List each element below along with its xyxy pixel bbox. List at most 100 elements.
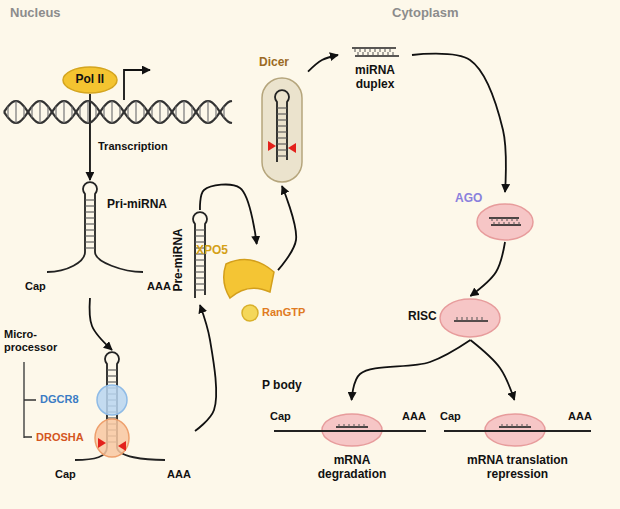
dna-rung xyxy=(199,107,200,118)
node-label: XPO5 xyxy=(196,244,228,258)
dna-rung xyxy=(127,107,128,118)
node-label: AGO xyxy=(455,192,482,206)
rna-strand xyxy=(489,217,519,219)
rna-strand xyxy=(47,252,85,272)
base-pair xyxy=(492,218,493,221)
base-pair xyxy=(195,289,205,290)
pri-mirna-hairpin: Pri-miRNACapAAA xyxy=(25,180,185,298)
rna-strand xyxy=(275,90,289,162)
base-pair xyxy=(85,241,95,242)
base-pair xyxy=(390,48,391,52)
base-pair xyxy=(195,259,205,260)
node-label: Pri-miRNA xyxy=(107,198,167,212)
base-pair xyxy=(277,125,287,126)
base-pair xyxy=(85,223,95,224)
dna-rung xyxy=(63,101,64,123)
base-pair xyxy=(195,229,205,230)
base-pair xyxy=(499,222,500,225)
base-pair xyxy=(339,424,340,427)
p-body-panel-shape xyxy=(250,372,600,504)
dna-rung xyxy=(215,107,216,118)
base-pair xyxy=(504,222,505,225)
base-pair xyxy=(195,265,205,266)
microprocessor-bracket xyxy=(24,362,36,438)
base-pair xyxy=(277,119,287,120)
dna-rung xyxy=(175,107,176,118)
protein-oval xyxy=(485,414,545,446)
base-pair xyxy=(370,48,371,52)
node-label: Cap xyxy=(440,410,461,423)
dna-rung xyxy=(55,107,56,118)
complex-label: Micro- processor xyxy=(4,328,62,353)
dna-rung xyxy=(7,107,8,118)
dna-rung xyxy=(87,101,88,123)
mrna-strand xyxy=(444,430,591,432)
base-pair xyxy=(277,107,287,108)
node-label: Pol II xyxy=(76,73,105,87)
base-pair xyxy=(363,52,364,56)
base-pair xyxy=(512,424,513,427)
nucleus-fill xyxy=(0,0,250,509)
base-pair xyxy=(277,137,287,138)
base-pair xyxy=(277,155,287,156)
dna-rung xyxy=(15,101,16,123)
dna-rung xyxy=(191,107,192,118)
rna-strand xyxy=(95,252,143,272)
base-pair xyxy=(195,277,205,278)
base-pair xyxy=(364,424,365,427)
cleavage-mark xyxy=(268,141,276,151)
base-pair xyxy=(349,424,350,427)
node-label: Cap xyxy=(270,410,291,423)
region-title: Nucleus xyxy=(10,6,61,21)
base-pair xyxy=(85,205,95,206)
node-label: miRNA duplex xyxy=(340,64,410,92)
dgcr8-protein: DGCR8 xyxy=(40,384,130,416)
dna-rung xyxy=(47,107,48,118)
dna-rung xyxy=(143,107,144,118)
base-pair xyxy=(482,317,483,321)
node-label: DGCR8 xyxy=(40,393,79,406)
base-pair xyxy=(85,199,95,200)
base-pair xyxy=(517,218,518,221)
node-label: RanGTP xyxy=(262,306,305,319)
base-pair xyxy=(494,222,495,225)
dna-rung xyxy=(95,107,96,118)
base-pair xyxy=(85,229,95,230)
node-label: Cap xyxy=(25,280,46,293)
rna-strand xyxy=(355,55,399,57)
base-pair xyxy=(277,131,287,132)
processing-hairpin: CapAAA xyxy=(55,350,195,485)
flow-arrow xyxy=(352,340,471,400)
node-label: AAA xyxy=(402,410,426,423)
rna-strand xyxy=(499,426,531,428)
base-pair xyxy=(502,424,503,427)
base-pair xyxy=(373,52,374,56)
nucleus-region: NucleusPol IIPri-miRNACapAAACapAAADGCR8D… xyxy=(0,0,270,509)
base-pair xyxy=(462,317,463,321)
rna-strand xyxy=(491,224,521,226)
transcription-start-arrow xyxy=(124,70,150,100)
base-pair xyxy=(507,218,508,221)
drosha-oval xyxy=(95,419,129,457)
base-pair xyxy=(85,211,95,212)
rna-strand xyxy=(336,426,368,428)
dna-rung xyxy=(71,107,72,118)
dna-rung xyxy=(223,107,224,118)
base-pair xyxy=(477,317,478,321)
exportin-shape xyxy=(224,260,274,299)
base-pair xyxy=(522,424,523,427)
p-body-fill xyxy=(250,372,600,504)
flow-arrow xyxy=(89,94,91,180)
base-pair xyxy=(383,52,384,56)
cleavage-mark xyxy=(118,441,126,451)
base-pair xyxy=(85,247,95,248)
base-pair xyxy=(195,235,205,236)
flow-arrow xyxy=(412,54,506,192)
base-pair xyxy=(502,218,503,221)
base-pair xyxy=(467,317,468,321)
node-label: AAA xyxy=(167,468,191,481)
base-pair xyxy=(507,424,508,427)
rna-strand xyxy=(454,320,488,322)
